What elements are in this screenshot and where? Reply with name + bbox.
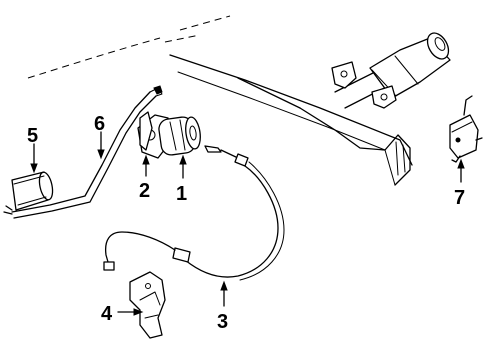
callout-labels: 1 2 3 4 5 6 7: [27, 113, 465, 333]
part-6-hose: [11, 85, 163, 219]
steering-column: [169, 32, 451, 186]
leader-lines: [30, 131, 465, 316]
part-4-mount-bracket: [129, 271, 166, 339]
part-2-bracket: [139, 111, 153, 151]
part-3-cable: [103, 145, 285, 281]
part-5-canister: [3, 171, 54, 215]
callout-1: 1: [176, 183, 187, 205]
callout-2: 2: [139, 180, 150, 202]
callout-4: 4: [101, 303, 113, 325]
callout-6: 6: [94, 113, 105, 135]
body-outline: [27, 15, 231, 79]
part-7-valve: [449, 95, 483, 163]
part-1-actuator: [137, 114, 201, 159]
callout-5: 5: [27, 125, 38, 147]
callout-3: 3: [217, 311, 228, 333]
callout-7: 7: [454, 187, 465, 209]
